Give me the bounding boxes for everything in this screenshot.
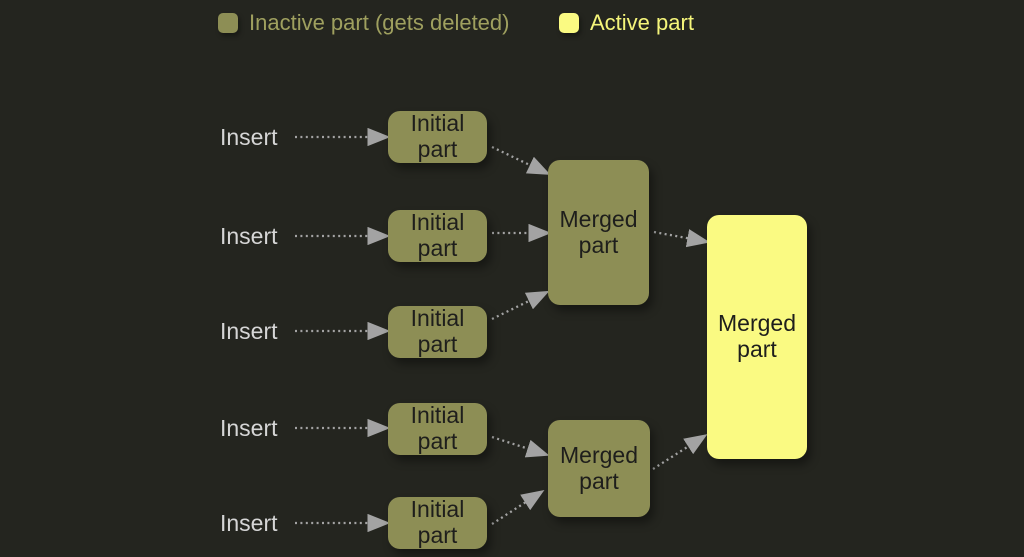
active-part-swatch-icon — [559, 13, 579, 33]
arrow-initial4-to-merged-bottom — [491, 435, 550, 458]
insert-label-3: Insert — [220, 318, 278, 344]
legend-item-inactive: Inactive part (gets deleted) — [218, 12, 509, 34]
arrow-merged-top-to-final — [653, 229, 711, 248]
initial-part-node-3: Initial part — [388, 305, 487, 358]
insert-label-1: Insert — [220, 124, 278, 150]
merged-part-node-bottom: Merged part — [548, 420, 650, 517]
arrow-initial3-to-merged-top — [491, 290, 550, 321]
initial-part-node-5: Initial part — [388, 496, 487, 549]
arrow-initial5-to-merged-bottom — [491, 489, 545, 525]
initial-part-node-2: Initial part — [388, 209, 487, 262]
merged-part-node-top: Merged part — [548, 160, 649, 305]
arrow-initial1-to-merged-top — [491, 145, 551, 175]
insert-label-2: Insert — [220, 223, 278, 249]
initial-part-node-1: Initial part — [388, 110, 487, 163]
insert-label-4: Insert — [220, 415, 278, 441]
inactive-part-swatch-icon — [218, 13, 238, 33]
merged-part-node-final: Merged part — [707, 215, 807, 459]
initial-part-node-4: Initial part — [388, 402, 487, 455]
insert-label-5: Insert — [220, 510, 278, 536]
arrow-merged-bottom-to-final — [652, 434, 708, 470]
legend-label-inactive: Inactive part (gets deleted) — [249, 10, 510, 35]
legend-label-active: Active part — [590, 10, 694, 35]
legend-item-active: Active part — [559, 12, 694, 34]
